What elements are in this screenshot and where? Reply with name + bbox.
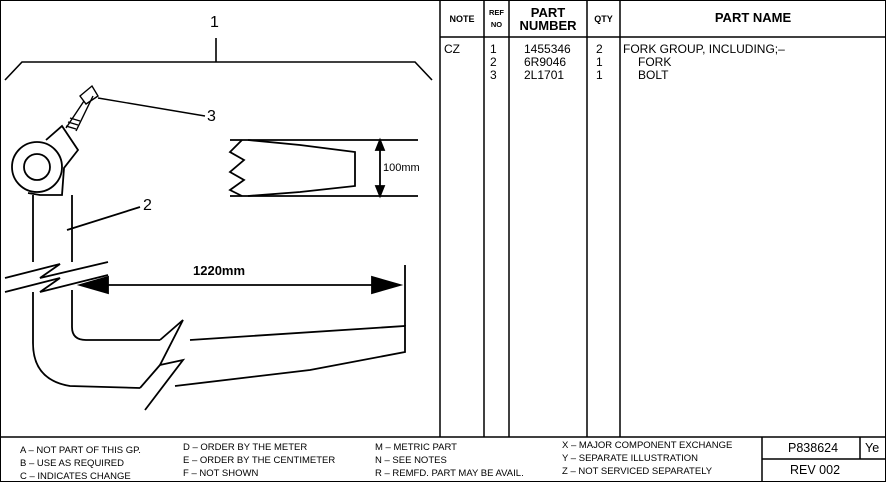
length-dimension: 1220mm bbox=[193, 263, 246, 278]
row-2-part: 6R9046 bbox=[524, 55, 567, 69]
legend-item: Z – NOT SERVICED SEPARATELY bbox=[562, 466, 713, 477]
row-3-part: 2L1701 bbox=[524, 68, 565, 82]
page-code: P838624 bbox=[788, 441, 839, 455]
legend-item: X – MAJOR COMPONENT EXCHANGE bbox=[562, 440, 733, 451]
legend-column-4: X – MAJOR COMPONENT EXCHANGE Y – SEPARAT… bbox=[562, 439, 732, 478]
row-1-note: CZ bbox=[444, 42, 460, 56]
row-3-name: BOLT bbox=[638, 68, 669, 82]
group-bracket bbox=[4, 38, 433, 81]
header-part-name: PART NAME bbox=[714, 10, 792, 25]
callout-1: 1 bbox=[210, 14, 219, 31]
header-part-line1: PART bbox=[530, 5, 566, 20]
page-code-suffix: Ye bbox=[865, 441, 880, 455]
legend-item: F – NOT SHOWN bbox=[183, 468, 259, 479]
row-2-name: FORK bbox=[638, 55, 672, 69]
header-part-line2: NUMBER bbox=[519, 18, 577, 33]
row-1-part: 1455346 bbox=[524, 42, 571, 56]
header-ref-line2: NO bbox=[490, 20, 503, 29]
bolt-drawing bbox=[65, 84, 206, 132]
legend-column-3: M – METRIC PART N – SEE NOTES R – REMFD.… bbox=[375, 441, 524, 480]
legend-column-2: D – ORDER BY THE METER E – ORDER BY THE … bbox=[183, 441, 335, 480]
header-qty: QTY bbox=[594, 14, 613, 24]
callout-2: 2 bbox=[143, 197, 152, 214]
header-ref-line1: REF bbox=[489, 8, 504, 17]
row-1-name: FORK GROUP, INCLUDING;– bbox=[623, 42, 785, 56]
legend-item: E – ORDER BY THE CENTIMETER bbox=[183, 455, 336, 466]
row-2-qty: 1 bbox=[596, 55, 603, 69]
legend-item: C – INDICATES CHANGE bbox=[20, 471, 131, 482]
legend-item: A – NOT PART OF THIS GP. bbox=[20, 445, 141, 456]
legend-item: R – REMFD. PART MAY BE AVAIL. bbox=[375, 468, 524, 479]
legend-column-1: A – NOT PART OF THIS GP. B – USE AS REQU… bbox=[20, 444, 141, 483]
legend-item: Y – SEPARATE ILLUSTRATION bbox=[562, 453, 699, 464]
width-dimension: 100mm bbox=[383, 162, 420, 174]
legend-item: M – METRIC PART bbox=[375, 442, 457, 453]
legend-item: D – ORDER BY THE METER bbox=[183, 442, 308, 453]
callout-3: 3 bbox=[207, 108, 216, 125]
row-1-qty: 2 bbox=[596, 42, 603, 56]
row-3-ref: 3 bbox=[490, 68, 497, 82]
revision-label: REV 002 bbox=[790, 463, 841, 477]
row-2-ref: 2 bbox=[490, 55, 497, 69]
row-3-qty: 1 bbox=[596, 68, 603, 82]
header-note: NOTE bbox=[449, 14, 475, 24]
row-1-ref: 1 bbox=[490, 42, 497, 56]
fork-drawing bbox=[4, 124, 418, 411]
legend-item: N – SEE NOTES bbox=[375, 455, 447, 466]
legend-item: B – USE AS REQUIRED bbox=[20, 458, 125, 469]
